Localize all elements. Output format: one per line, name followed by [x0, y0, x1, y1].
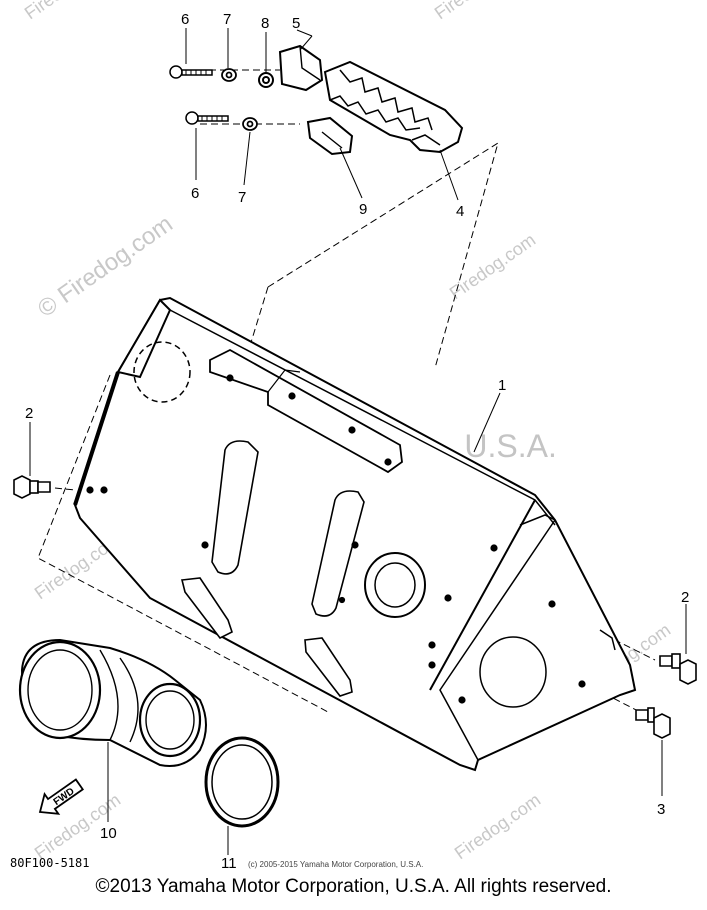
watermark-firedog-small: Firedog.com [446, 230, 539, 304]
gasket-ring-part-11 [204, 736, 280, 828]
washer-part-8 [258, 72, 274, 88]
bolt-part-3 [635, 707, 671, 739]
part-code: 80F100-5181 [10, 856, 90, 870]
callout-numbers: 6 7 8 5 6 7 9 4 1 2 2 3 10 11 [25, 11, 689, 872]
callout-6-top: 6 [181, 11, 189, 28]
callout-leaders [29, 28, 687, 855]
bolt-part-2-right [659, 653, 697, 685]
clip-part-5 [278, 44, 324, 92]
callout-7-bottom: 7 [238, 189, 246, 206]
callout-9: 9 [359, 201, 367, 218]
small-copyright: (c) 2005-2015 Yamaha Motor Corporation, … [248, 860, 424, 869]
callout-7-top: 7 [223, 11, 231, 28]
watermark-firedog-small: Firedog.com [451, 790, 544, 864]
callout-5: 5 [292, 15, 300, 32]
bracket-comb [323, 60, 464, 154]
clip-part-9 [306, 116, 354, 156]
callout-2-right: 2 [681, 589, 689, 606]
nut-part-7-bottom [242, 117, 258, 131]
watermark-firedog-small: Firedog.com [21, 0, 114, 23]
screw-part-6-top [169, 65, 213, 79]
callout-8: 8 [261, 15, 269, 32]
main-plate [73, 296, 637, 772]
callout-10: 10 [100, 825, 117, 842]
footer-copyright: ©2013 Yamaha Motor Corporation, U.S.A. A… [95, 876, 612, 897]
nut-part-7-top [221, 68, 237, 82]
callout-2-left: 2 [25, 405, 33, 422]
callout-6-bottom: 6 [191, 185, 199, 202]
intake-boot-part-10 [18, 638, 207, 767]
watermark-firedog-small: Firedog.com [431, 0, 524, 23]
bolt-part-2-left [13, 475, 51, 499]
callout-11: 11 [221, 855, 237, 872]
screw-part-6-bottom [185, 111, 229, 125]
callout-4: 4 [456, 203, 464, 220]
callout-3: 3 [657, 801, 665, 818]
callout-1: 1 [498, 377, 506, 394]
